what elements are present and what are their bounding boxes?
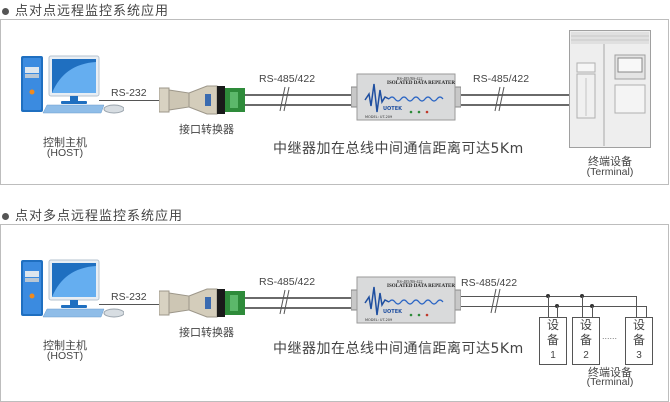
bullet-icon	[2, 213, 9, 220]
drop-wire	[548, 296, 549, 318]
line-break-icon	[279, 289, 290, 315]
device-label: 设	[579, 318, 592, 332]
device-3: 设 备 3	[625, 317, 653, 365]
repeater-top-text: RS-485/RS-422	[397, 279, 423, 284]
repeater-name-text: ISOLATED DATA REPEATER	[387, 81, 455, 86]
rs485-label-right: RS-485/422	[461, 277, 518, 289]
rs232-label: RS-232	[111, 291, 147, 303]
section-title-p2mp: 点对多点远程监控系统应用	[2, 205, 183, 224]
drop-wire	[646, 306, 647, 318]
host-sublabel: (HOST)	[46, 147, 84, 159]
rs485-line-b	[245, 307, 355, 309]
rs232-label: RS-232	[111, 87, 147, 99]
rs485-label-left: RS-485/422	[259, 276, 316, 288]
device-label: 备	[579, 333, 592, 347]
rs485-line-right-b	[461, 104, 571, 106]
center-caption: 中继器加在总线中间通信距离可达5Km	[273, 141, 524, 157]
rs485-line-right-a	[461, 94, 571, 96]
data-repeater-device: RS-485/RS-422 ISOLATED DATA REPEATER UOT…	[351, 72, 461, 122]
host-computer-icon	[21, 259, 124, 318]
bullet-icon	[2, 8, 9, 15]
device-number: 1	[550, 350, 556, 361]
repeater-icon	[351, 276, 461, 324]
rs485-line-a	[245, 297, 355, 299]
device-label: 设	[546, 318, 559, 332]
section-title-text: 点对点远程监控系统应用	[15, 4, 170, 19]
rs232-cable	[99, 100, 159, 101]
terminal-label: 终端设备	[588, 366, 632, 379]
host-sublabel: (HOST)	[46, 350, 84, 362]
center-caption: 中继器加在总线中间通信距离可达5Km	[273, 341, 524, 357]
panel-point-to-point: 控制主机 (HOST) RS-232 接口转换器 RS-485/422 R	[0, 19, 669, 185]
drop-wire	[592, 306, 593, 318]
rs485-line-b	[245, 104, 355, 106]
section-title-text: 点对多点远程监控系统应用	[15, 209, 184, 224]
panel-point-to-multipoint: 控制主机 (HOST) RS-232 接口转换器 RS-485/422 RS-4…	[0, 224, 669, 402]
terminal-cabinet-icon	[569, 30, 651, 148]
drop-wire	[557, 306, 558, 318]
host-computer-icon	[21, 55, 124, 114]
bus-line-b	[461, 306, 647, 307]
rs485-label-left: RS-485/422	[259, 73, 316, 85]
rs485-line-a	[245, 94, 355, 96]
data-repeater-device: RS-485/RS-422 ISOLATED DATA REPEATER UOT…	[351, 275, 461, 325]
converter-label: 接口转换器	[179, 326, 234, 339]
line-break-icon	[490, 288, 501, 314]
device-label: 设	[632, 318, 645, 332]
repeater-name-text: ISOLATED DATA REPEATER	[387, 284, 455, 289]
repeater-model-text: MODEL: UT-209	[365, 318, 393, 322]
converter-label: 接口转换器	[179, 123, 234, 136]
device-number: 2	[583, 350, 589, 361]
device-2: 设 备 2	[572, 317, 600, 365]
rs485-label-right: RS-485/422	[473, 73, 530, 85]
repeater-brand: UOTEK	[383, 309, 403, 315]
device-label: 备	[632, 333, 645, 347]
terminal-sublabel: (Terminal)	[586, 166, 634, 178]
interface-converter-icon	[159, 288, 245, 318]
repeater-top-text: RS-485/RS-422	[397, 76, 423, 81]
repeater-brand: UOTEK	[383, 106, 403, 112]
interface-converter-icon	[159, 85, 245, 115]
repeater-icon	[351, 73, 461, 121]
ellipsis: ......	[602, 331, 618, 341]
drop-wire	[636, 296, 637, 318]
line-break-icon	[279, 86, 290, 112]
device-number: 3	[636, 350, 642, 361]
terminal-sublabel: (Terminal)	[586, 376, 634, 388]
host-label: 控制主机	[43, 339, 87, 352]
terminal-label: 终端设备	[588, 155, 632, 168]
section-title-p2p: 点对点远程监控系统应用	[2, 0, 169, 19]
device-1: 设 备 1	[539, 317, 567, 365]
drop-wire	[582, 296, 583, 318]
host-label: 控制主机	[43, 136, 87, 149]
device-label: 备	[546, 333, 559, 347]
line-break-icon	[494, 86, 505, 112]
rs232-cable	[99, 304, 159, 305]
repeater-model-text: MODEL: UT-209	[365, 115, 393, 119]
